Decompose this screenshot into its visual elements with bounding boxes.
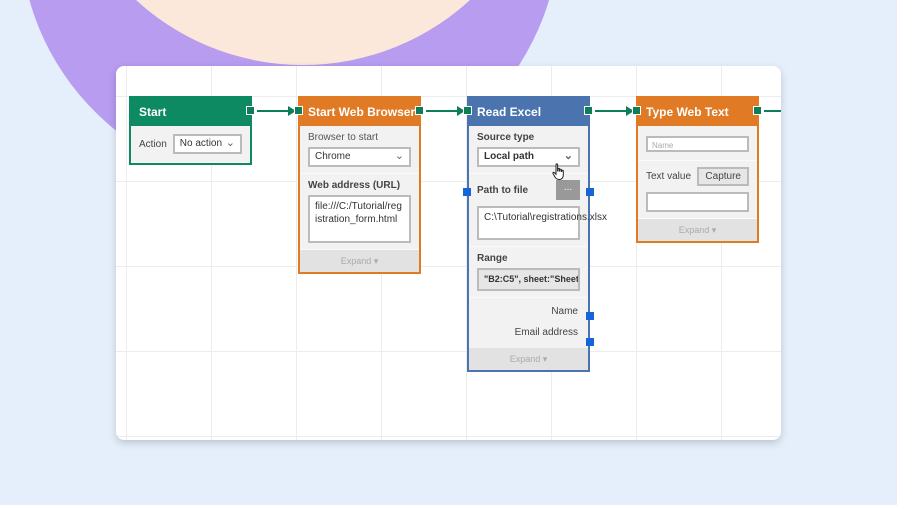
- expand-label: Expand: [340, 256, 372, 266]
- name-output-port[interactable]: [586, 312, 594, 320]
- capture-button[interactable]: Capture: [697, 167, 749, 186]
- caret-down-icon: ▾: [542, 354, 548, 364]
- chevron-down-icon: ⌄: [394, 150, 404, 162]
- node-start[interactable]: Start Action No action⌄: [129, 96, 252, 165]
- node-type-web-text[interactable]: Type Web Text Name Text value Capture Ex…: [636, 96, 759, 243]
- caret-down-icon: ▾: [373, 256, 379, 266]
- arrow-icon: [457, 106, 465, 116]
- data-input-port[interactable]: [463, 188, 471, 196]
- browser-label: Browser to start: [308, 132, 379, 143]
- range-label: Range: [477, 253, 508, 264]
- expand-button[interactable]: Expand ▾: [300, 250, 419, 272]
- node-read-excel[interactable]: Read Excel Source type Local path ⌄ Path …: [467, 96, 607, 372]
- flow-link: [426, 110, 461, 112]
- arrow-icon: [288, 106, 296, 116]
- action-value: No action: [179, 138, 223, 149]
- input-port[interactable]: [632, 106, 641, 115]
- node-title: Start Web Browser: [300, 98, 419, 126]
- source-type-label: Source type: [477, 132, 535, 143]
- expand-label: Expand: [678, 225, 710, 235]
- input-port[interactable]: [294, 106, 303, 115]
- action-label: Action: [139, 138, 167, 150]
- text-value-input[interactable]: [646, 192, 749, 212]
- chevron-down-icon: ⌄: [563, 150, 573, 162]
- output-name: Name: [551, 306, 578, 317]
- output-email-address: Email address: [514, 327, 578, 338]
- chevron-down-icon: ⌄: [225, 137, 235, 149]
- flow-link: [257, 110, 292, 112]
- caret-down-icon: ▾: [711, 225, 717, 235]
- path-label: Path to file: [477, 184, 529, 196]
- node-title: Type Web Text: [638, 98, 757, 126]
- hand-cursor-icon: [552, 163, 564, 180]
- input-port[interactable]: [463, 106, 472, 115]
- browser-select[interactable]: Chrome ⌄: [308, 147, 411, 167]
- arrow-icon: [626, 106, 634, 116]
- expand-button[interactable]: Expand ▾: [469, 348, 588, 370]
- flow-link: [764, 110, 781, 112]
- source-type-select[interactable]: Local path ⌄: [477, 147, 580, 167]
- output-port[interactable]: [753, 106, 762, 115]
- expand-button[interactable]: Expand ▾: [638, 219, 757, 241]
- workflow-canvas[interactable]: Start Action No action⌄ Start Web Browse…: [116, 66, 781, 440]
- name-input[interactable]: Name: [646, 136, 749, 152]
- flow-link: [595, 110, 630, 112]
- output-port[interactable]: [415, 106, 424, 115]
- node-title: Start: [131, 98, 250, 126]
- expand-label: Expand: [509, 354, 541, 364]
- email-output-port[interactable]: [586, 338, 594, 346]
- node-title: Read Excel: [469, 98, 588, 126]
- output-port[interactable]: [584, 106, 593, 115]
- path-input[interactable]: C:\Tutorial\registrations.xlsx: [477, 206, 607, 240]
- node-start-web-browser[interactable]: Start Web Browser Browser to start Chrom…: [298, 96, 421, 274]
- url-label: Web address (URL): [308, 180, 401, 191]
- text-value-label: Text value: [646, 171, 692, 182]
- browse-button[interactable]: ...: [556, 180, 580, 200]
- source-type-value: Local path: [484, 151, 535, 162]
- data-output-port[interactable]: [586, 188, 594, 196]
- output-port[interactable]: [246, 106, 255, 115]
- action-select[interactable]: No action⌄: [172, 134, 242, 154]
- browser-value: Chrome: [315, 151, 351, 162]
- range-input[interactable]: "B2:C5", sheet:"Sheet1": [477, 268, 580, 291]
- url-input[interactable]: file:///C:/Tutorial/registration_form.ht…: [308, 195, 411, 243]
